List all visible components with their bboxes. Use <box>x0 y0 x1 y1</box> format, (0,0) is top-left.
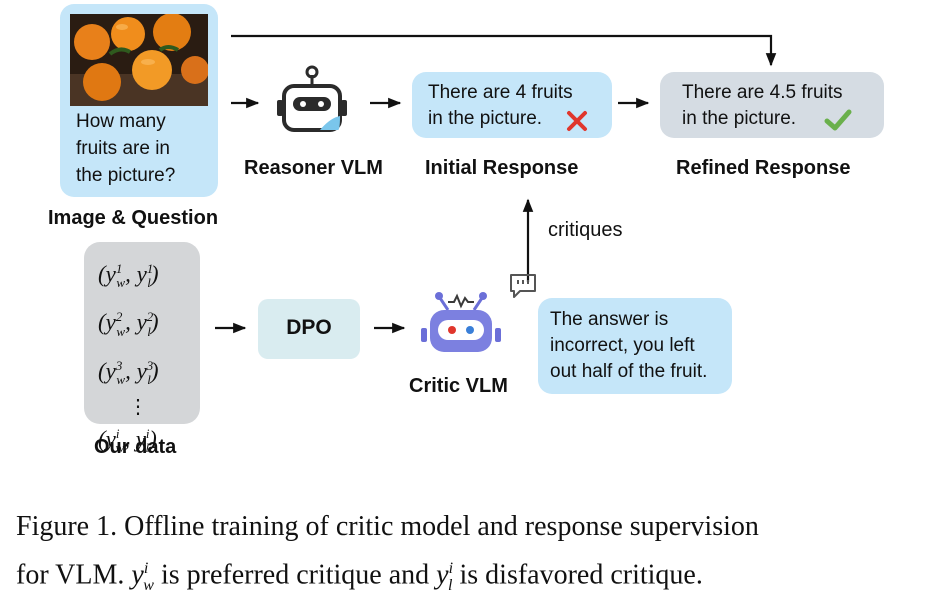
pair-index-l: 2 <box>146 309 154 325</box>
initial-response-line: There are 4 fruits <box>428 82 573 103</box>
caption-segment: is preferred critique and <box>160 559 430 591</box>
preference-pair: (y2w, y2l) <box>98 309 159 339</box>
initial-response-caption: Initial Response <box>425 157 579 179</box>
reasoner-robot-icon <box>277 65 347 132</box>
image-question-box: How many fruits are in the picture? <box>60 4 218 197</box>
critique-box: The answer is incorrect, you left out ha… <box>538 298 732 394</box>
critiques-label: critiques <box>548 219 623 241</box>
check-icon <box>824 109 852 131</box>
caption-line-1: Figure 1. Offline training of critic mod… <box>16 511 759 542</box>
pair-index-w: 2 <box>115 309 123 325</box>
pair-index-w: 3 <box>115 357 123 373</box>
cross-icon <box>567 111 587 131</box>
dpo-box: DPO <box>258 299 360 359</box>
refined-response-caption: Refined Response <box>676 157 851 179</box>
dpo-label: DPO <box>286 316 332 339</box>
caption-segment: for VLM. <box>16 559 125 591</box>
preference-pair: (y1w, y1l) <box>98 261 159 291</box>
refined-response-line: There are 4.5 fruits <box>682 82 843 103</box>
critique-line: out half of the fruit. <box>550 361 708 382</box>
arrow-top-to-refined <box>231 34 777 67</box>
preference-pair: (y3w, y3l) <box>98 357 159 387</box>
refined-response-line: in the picture. <box>682 108 797 129</box>
critique-line: incorrect, you left <box>550 335 695 356</box>
pair-index-w: i <box>115 425 120 441</box>
pair-index-l: i <box>145 425 150 441</box>
speech-bubble-icon <box>510 274 536 298</box>
caption-segment: is disfavored critique. <box>459 559 703 591</box>
initial-response-box: There are 4 fruits in the picture. <box>412 72 612 138</box>
reasoner-caption: Reasoner VLM <box>244 157 383 179</box>
critic-caption: Critic VLM <box>409 375 508 397</box>
initial-response-line: in the picture. <box>428 108 543 129</box>
our-data-caption: Our data <box>94 436 177 458</box>
image-question-caption: Image & Question <box>48 207 219 229</box>
caption-line-2: for VLM. yiw is preferred critique and y… <box>16 559 703 594</box>
question-text: How many fruits are in the picture? <box>76 108 216 189</box>
refined-response-box: There are 4.5 fruits in the picture. <box>660 72 884 138</box>
pair-index-w: 1 <box>115 261 123 276</box>
figure-caption: Figure 1. Offline training of critic mod… <box>16 506 759 607</box>
critic-robot-icon <box>421 292 501 352</box>
question-line: fruits are in <box>76 138 170 159</box>
critique-line: The answer is <box>550 309 669 330</box>
pair-index-l: 1 <box>146 261 154 276</box>
question-line: How many <box>76 111 166 132</box>
preference-pair: (yiw, yil) <box>98 425 157 455</box>
pair-index-l: 3 <box>146 357 154 373</box>
question-line: the picture? <box>76 165 176 186</box>
vertical-dots: ⋮ <box>128 395 148 418</box>
our-data-box: (y1w, y1l) (y2w, y2l) (y3w, y3l) ⋮ (yiw,… <box>84 242 200 455</box>
oranges-photo <box>70 14 208 106</box>
